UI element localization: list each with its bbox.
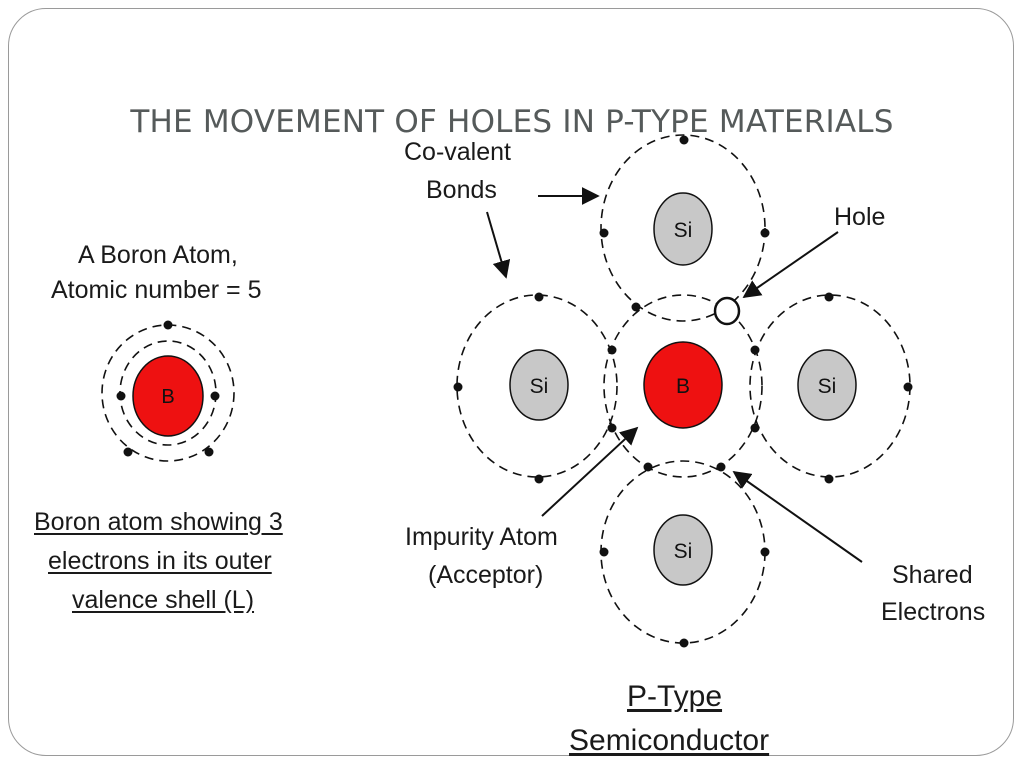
covalent-arrow-down [486,211,511,279]
lattice-electrons [453,135,913,648]
slide-frame [8,8,1014,756]
impurity-label-line2: (Acceptor) [428,561,544,589]
annotation-arrows [486,187,863,563]
electron [116,391,126,401]
electron [210,391,220,401]
boron-caption-line3: valence shell (L) [72,586,255,614]
electron [760,228,770,238]
silicon-nucleus-right [797,349,857,421]
electron [599,547,609,557]
hole-label: Hole [834,203,886,231]
electron [903,382,913,392]
atom-label-top: Si [674,219,693,242]
electron [123,447,133,457]
atom-label-bottom: Si [674,540,693,563]
electron [607,423,617,433]
boron-nucleus [132,355,204,437]
center-shell-ring [603,294,763,478]
silicon-nucleus-top [653,192,713,266]
boron-atom-diagram: B [101,320,235,462]
electron [631,302,641,312]
boron-heading-line1: A Boron Atom, [78,241,238,269]
left-shell-ring [456,294,618,478]
electron [643,462,653,472]
silicon-nucleus-bottom [653,514,713,586]
electron [453,382,463,392]
electron [163,320,173,330]
atom-label-center: B [676,375,690,398]
boron-caption-line2: electrons in its outer [48,547,272,575]
covalent-label-line2: Bonds [426,176,497,204]
impurity-arrow [541,426,639,517]
top-shell-ring [600,134,766,322]
shared-electrons-arrow [732,470,863,563]
electron [599,228,609,238]
electron [679,638,689,648]
slide-title: THE MOVEMENT OF HOLES IN P-TYPE MATERIAL… [130,104,894,140]
shared-label-line1: Shared [892,561,973,589]
boron-caption-line1: Boron atom showing 3 [34,508,283,536]
electron [204,447,214,457]
silicon-nucleus-left [509,349,569,421]
lattice-caption-line2: Semiconductor [569,724,770,757]
electron [750,423,760,433]
electron [760,547,770,557]
hole-arrow [742,231,839,299]
hole-marker [713,296,741,326]
boron-nucleus-label: B [161,386,174,408]
electron [824,292,834,302]
atom-label-left: Si [530,375,549,398]
electron [716,462,726,472]
covalent-label-line1: Co-valent [404,138,511,166]
boron-heading-line2: Atomic number = 5 [51,276,262,304]
electron [679,135,689,145]
impurity-label-line1: Impurity Atom [405,523,558,551]
electron [824,474,834,484]
electron [750,345,760,355]
boron-nucleus-center [643,341,723,429]
atom-label-right: Si [818,375,837,398]
shared-label-line2: Electrons [881,598,986,626]
electron [534,292,544,302]
electron [607,345,617,355]
lattice-caption-line1: P-Type [627,680,723,713]
electron [534,474,544,484]
